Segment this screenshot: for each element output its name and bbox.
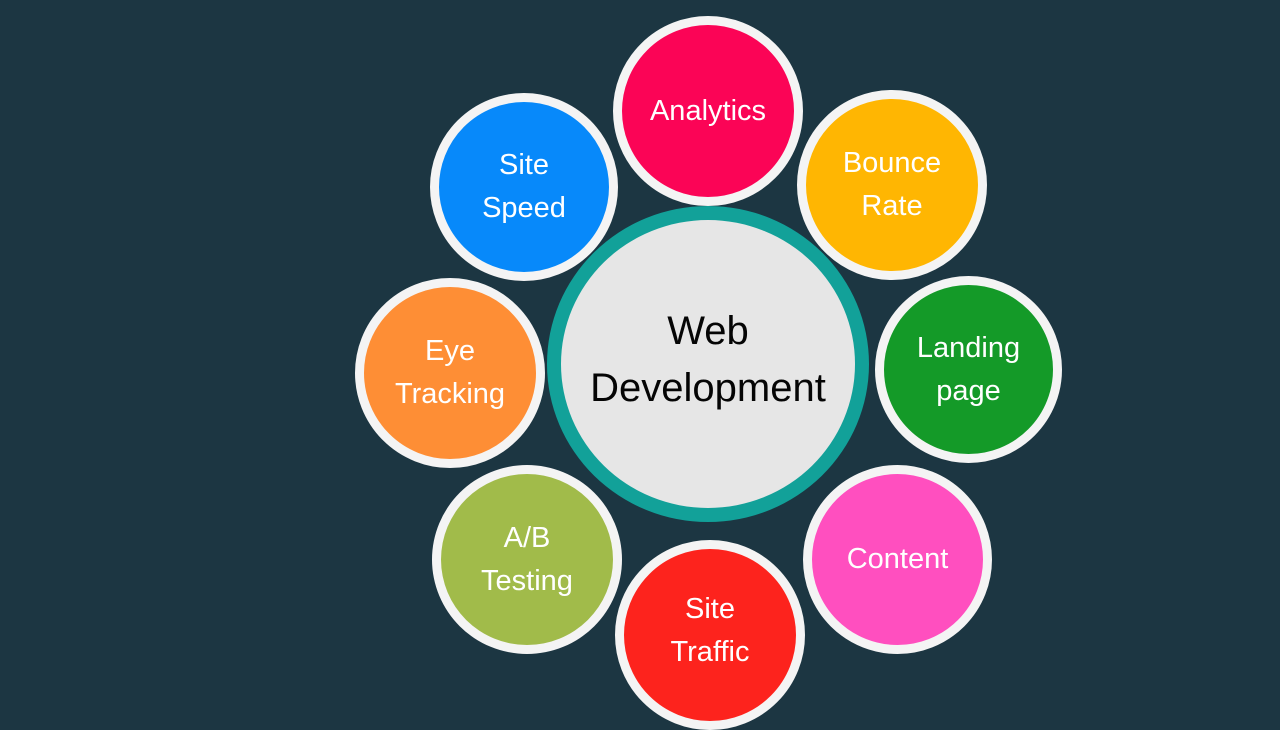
center-title: Web Development [590, 309, 826, 410]
node-analytics: Analytics [613, 16, 803, 206]
node-label: Eye Tracking [394, 335, 506, 410]
node-landing-page: Landing page [875, 276, 1062, 463]
node-ab-testing: A/B Testing [432, 465, 622, 654]
node-site-speed: Site Speed [430, 93, 618, 281]
node-bounce-rate: Bounce Rate [797, 90, 987, 280]
node-label: Site Speed [482, 149, 566, 224]
node-label: Content [846, 543, 949, 575]
center-hub-web-development: Web Development [547, 206, 869, 522]
node-site-traffic: Site Traffic [615, 540, 805, 730]
node-label: Landing page [916, 331, 1021, 407]
node-label: A/B Testing [481, 521, 573, 597]
node-eye-tracking: Eye Tracking [355, 278, 545, 468]
node-label: Bounce Rate [842, 147, 942, 222]
node-label: Analytics [649, 94, 767, 127]
node-label: Site Traffic [670, 593, 750, 668]
node-content: Content [803, 465, 992, 654]
